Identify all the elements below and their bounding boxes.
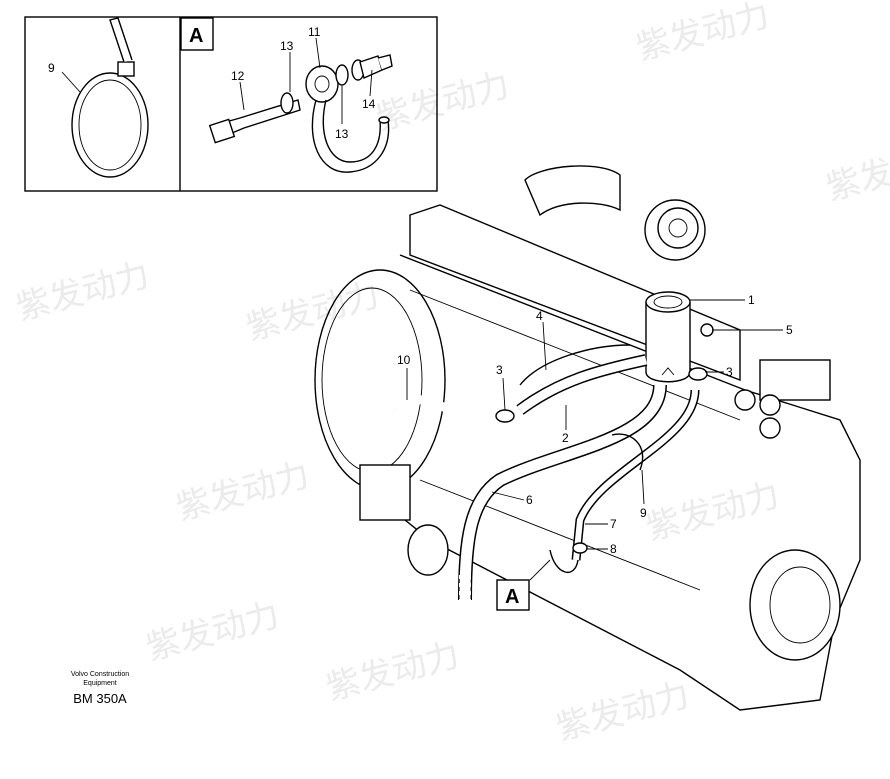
callout-number: A [505, 586, 519, 608]
engine-drawing [314, 165, 861, 711]
callout-number: 紫发动力 [642, 476, 783, 548]
callout-number: 9 [640, 506, 647, 520]
callout-number: 11 [308, 25, 321, 39]
callout-number: 13 [280, 39, 294, 53]
callout-number: 8 [610, 542, 617, 556]
cable-tie-drawing [71, 17, 149, 178]
callout-number: 10 [397, 353, 411, 367]
company-line1: Volvo Construction [70, 671, 130, 678]
callout-number: 2 [562, 431, 569, 445]
callout-number: 14 [362, 97, 376, 111]
callout-number: 7 [610, 517, 617, 531]
callout-number: 4 [536, 309, 543, 323]
callout-number: 5 [786, 323, 793, 337]
callout-number: 1 [748, 293, 755, 307]
drawing-caption: Volvo Construction Equipment BM 350A [40, 670, 160, 706]
inset-callouts: 9 13 11 12 13 14 [48, 25, 376, 141]
callout-number: 紫发动力 [632, 0, 773, 68]
company-line2: Equipment [83, 680, 117, 687]
callout-number: 9 [48, 61, 55, 75]
callout-number: 3 [496, 363, 503, 377]
callout-number: 紫发动力 [142, 596, 283, 668]
drawing-code: BM 350A [73, 691, 127, 706]
callout-number: 紫发动力 [172, 456, 313, 528]
callout-number: 紫发动力 [822, 136, 890, 208]
callout-number: 紫发动力 [552, 676, 693, 748]
inset-leaders [61, 37, 373, 124]
main-leaders [406, 299, 783, 581]
callout-number: 3 [726, 365, 733, 379]
inset-frame: A [24, 16, 438, 192]
banjo-bolt-drawing [208, 54, 393, 173]
callout-number: 6 [526, 493, 533, 507]
inset-label: A [189, 25, 203, 47]
callout-number: 紫发动力 [322, 636, 463, 708]
callout-number: 12 [231, 69, 245, 83]
view-marker-a: A [496, 579, 530, 611]
callout-number: 紫发动力 [242, 276, 383, 348]
callout-number: 紫发动力 [12, 256, 153, 328]
callout-number: 紫发动力 [372, 66, 513, 138]
callout-number: 13 [335, 127, 349, 141]
main-callouts: 1 5 3 4 3 10 2 6 9 7 8 [397, 293, 793, 556]
